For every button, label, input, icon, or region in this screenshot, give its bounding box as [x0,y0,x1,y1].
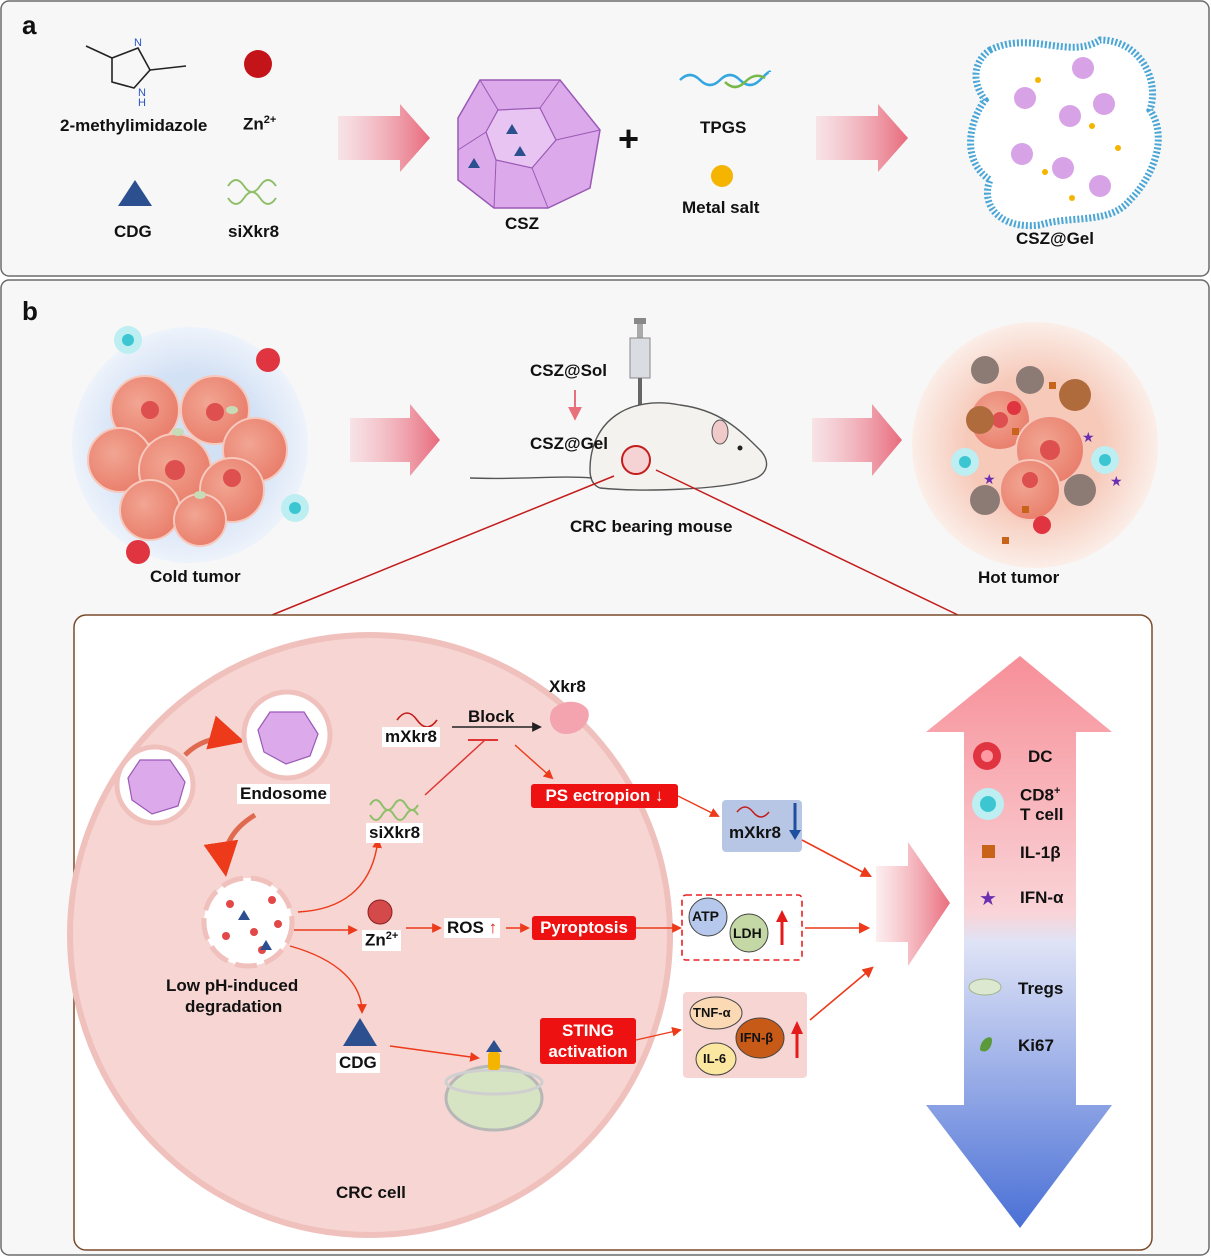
mouse-illustration [469,402,768,491]
legend-tcell-icon [972,788,1004,820]
svg-text:★: ★ [983,471,996,487]
cdg-triangle-icon [343,1018,377,1046]
label-endosome: Endosome [237,784,330,804]
label-csz-gel: CSZ@Gel [1016,229,1094,248]
label-low-ph-1: Low pH-induced [166,976,299,995]
mxkr8-strand-icon [396,712,438,728]
zinc-ion-icon [367,899,393,925]
arrow-mouse-to-hot [812,404,902,476]
tpgs-chain-icon [679,70,772,87]
legend-cd8-label: CD8+ [1020,785,1061,805]
label-block: Block [468,707,515,726]
label-mxkr8-down: mXkr8 [729,823,781,842]
label-cold-tumor: Cold tumor [150,567,241,586]
label-sixkr8-b: siXkr8 [366,823,424,843]
imidazole-n-atom: N [134,37,142,49]
arrow-to-csz [338,104,430,172]
ps-ectropion-badge: PS ectropion ↓ [531,784,678,808]
label-low-ph-2: degradation [185,997,283,1016]
label-cdg-b: CDG [336,1053,380,1073]
hot-tumor-illustration [912,322,1158,568]
label-ifn-b: IFN-β [740,1030,774,1045]
cold-tumor-illustration [72,327,308,563]
panel-a-frame [0,0,1210,277]
sixkr8-helix-icon [227,179,277,205]
pyroptosis-badge: Pyroptosis [532,916,636,940]
big-convergence-arrow [876,842,950,966]
label-hot-tumor: Hot tumor [978,568,1060,587]
legend-dc-icon [973,742,1001,770]
panel-a-letter: a [22,10,37,40]
imidazole-h-atom: H [138,97,146,109]
metal-salt-icon [711,165,733,187]
label-metal-salt: Metal salt [682,198,760,217]
immune-shift-double-arrow [926,656,1112,1228]
xkr8-protein-icon [549,701,589,734]
legend-ifna-icon: ★ [979,888,997,910]
label-csz-gel-b: CSZ@Gel [530,434,608,453]
label-csz: CSZ [505,214,539,233]
label-ldh: LDH [733,925,762,941]
label-crc-mouse: CRC bearing mouse [570,517,733,536]
label-atp: ATP [692,908,719,924]
csz-gel-network-icon [967,36,1162,230]
panel-b-letter: b [22,296,38,326]
label-tnf: TNF-α [693,1005,731,1020]
csz-entering-icon [127,759,186,815]
imidazole-nh-atom: N [138,87,146,99]
cdg-triangle-icon [118,180,152,206]
label-cdg: CDG [114,222,152,241]
label-crc-cell: CRC cell [336,1183,406,1202]
methylimidazole-structure [85,45,187,89]
label-zinc: Zn2+ [243,114,277,134]
arrow-cold-to-mouse [350,404,440,476]
label-zn: Zn2+ [362,930,402,951]
il1b-markers [1002,382,1056,544]
csz-polyhedron-icon [457,79,601,209]
degradation-contents [222,896,282,954]
legend-ifna-label: IFN-α [1020,888,1064,907]
label-mxkr8: mXkr8 [382,727,440,747]
legend-ki67-icon [980,1037,992,1052]
label-il6: IL-6 [703,1051,727,1066]
svg-text:★: ★ [1110,473,1123,489]
sting-er-icon [444,1040,544,1132]
sixkr8-helix-icon [369,799,419,821]
label-sixkr8: siXkr8 [228,222,280,241]
mxkr8-down-box [722,800,802,852]
ifna-markers: ★ ★ ★ [983,429,1123,489]
label-ros: ROS ↑ [444,918,501,938]
zinc-ion-icon [244,50,272,78]
label-tpgs: TPGS [700,118,747,137]
label-methylimidazole: 2-methylimidazole [60,116,208,135]
legend-ki67-label: Ki67 [1018,1036,1054,1055]
legend-tregs-label: Tregs [1018,979,1064,998]
label-xkr8: Xkr8 [549,677,586,696]
svg-text:★: ★ [1082,429,1095,445]
arrow-to-gel [816,104,908,172]
legend-il1b-icon [982,845,995,858]
legend-dc-label: DC [1028,747,1053,766]
legend-il1b-label: IL-1β [1020,843,1061,862]
legend-tcell-label: T cell [1020,805,1064,824]
legend-tregs-icon [968,978,1002,996]
plus-sign: + [618,118,640,159]
dc-icon [126,348,280,564]
label-csz-sol: CSZ@Sol [530,361,608,380]
